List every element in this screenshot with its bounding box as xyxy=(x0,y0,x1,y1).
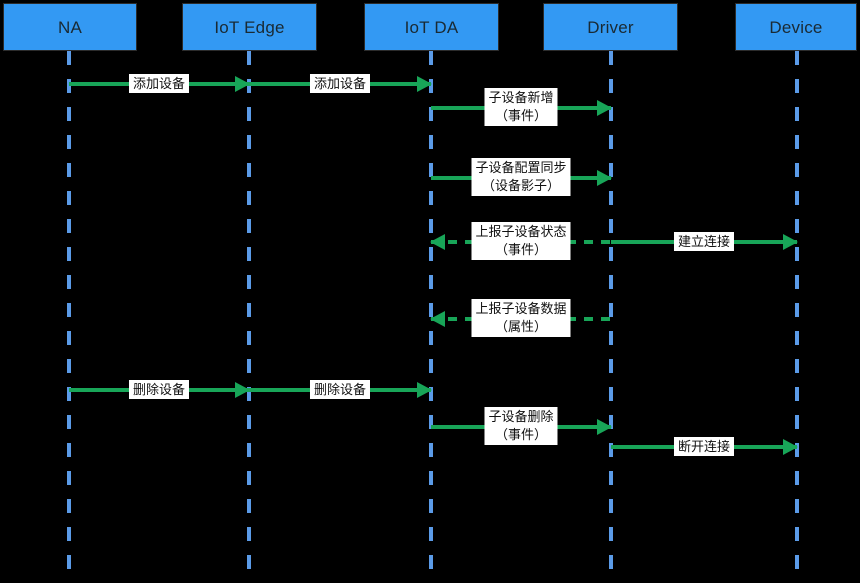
message-label-1: 添加设备 xyxy=(128,74,190,93)
arrowhead-icon xyxy=(430,311,445,327)
lifeline-na xyxy=(67,51,71,583)
participant-label: IoT DA xyxy=(404,17,459,37)
arrowhead-icon xyxy=(597,100,612,116)
message-label-9: 删除设备 xyxy=(309,380,371,399)
arrowhead-icon xyxy=(235,76,250,92)
message-label-line1: 删除设备 xyxy=(132,382,186,397)
message-label-line2: （事件） xyxy=(494,242,548,257)
arrowhead-icon xyxy=(417,76,432,92)
message-label-4: 子设备配置同步 （设备影子） xyxy=(471,158,571,196)
message-label-line1: 添加设备 xyxy=(132,76,186,91)
arrowhead-icon xyxy=(783,439,798,455)
message-label-line1: 上报子设备状态 xyxy=(475,224,567,239)
message-label-7: 上报子设备数据 （属性） xyxy=(471,299,571,337)
participant-box-iot-da[interactable]: IoT DA xyxy=(364,3,499,51)
participant-label: NA xyxy=(57,17,83,37)
participant-label: IoT Edge xyxy=(214,17,285,37)
participant-box-na[interactable]: NA xyxy=(3,3,137,51)
lifeline-iot-edge xyxy=(247,51,251,583)
message-label-line1: 子设备配置同步 xyxy=(475,160,567,175)
message-label-line1: 子设备删除 xyxy=(488,409,554,424)
arrowhead-icon xyxy=(783,234,798,250)
message-label-8: 删除设备 xyxy=(128,380,190,399)
participant-label: Device xyxy=(769,17,823,37)
participant-box-device[interactable]: Device xyxy=(735,3,857,51)
arrowhead-icon xyxy=(235,382,250,398)
message-label-line1: 子设备新增 xyxy=(488,90,554,105)
message-label-10: 子设备删除 （事件） xyxy=(484,407,558,445)
message-label-3: 子设备新增 （事件） xyxy=(484,88,558,126)
message-label-line1: 建立连接 xyxy=(677,234,731,249)
message-label-11: 断开连接 xyxy=(673,437,735,456)
participant-label: Driver xyxy=(587,17,634,37)
arrowhead-icon xyxy=(430,234,445,250)
lifeline-driver xyxy=(609,51,613,583)
message-label-line1: 删除设备 xyxy=(313,382,367,397)
message-label-6: 建立连接 xyxy=(673,232,735,251)
message-label-line2: （事件） xyxy=(494,108,548,123)
arrowhead-icon xyxy=(597,170,612,186)
message-label-5: 上报子设备状态 （事件） xyxy=(471,222,571,260)
message-label-2: 添加设备 xyxy=(309,74,371,93)
participant-box-iot-edge[interactable]: IoT Edge xyxy=(182,3,317,51)
message-label-line1: 断开连接 xyxy=(677,439,731,454)
participant-box-driver[interactable]: Driver xyxy=(543,3,678,51)
message-label-line2: （设备影子） xyxy=(481,178,561,193)
message-label-line2: （事件） xyxy=(494,427,548,442)
arrowhead-icon xyxy=(417,382,432,398)
message-label-line2: （属性） xyxy=(494,319,548,334)
lifeline-device xyxy=(795,51,799,583)
message-label-line1: 上报子设备数据 xyxy=(475,301,567,316)
arrowhead-icon xyxy=(597,419,612,435)
message-label-line1: 添加设备 xyxy=(313,76,367,91)
